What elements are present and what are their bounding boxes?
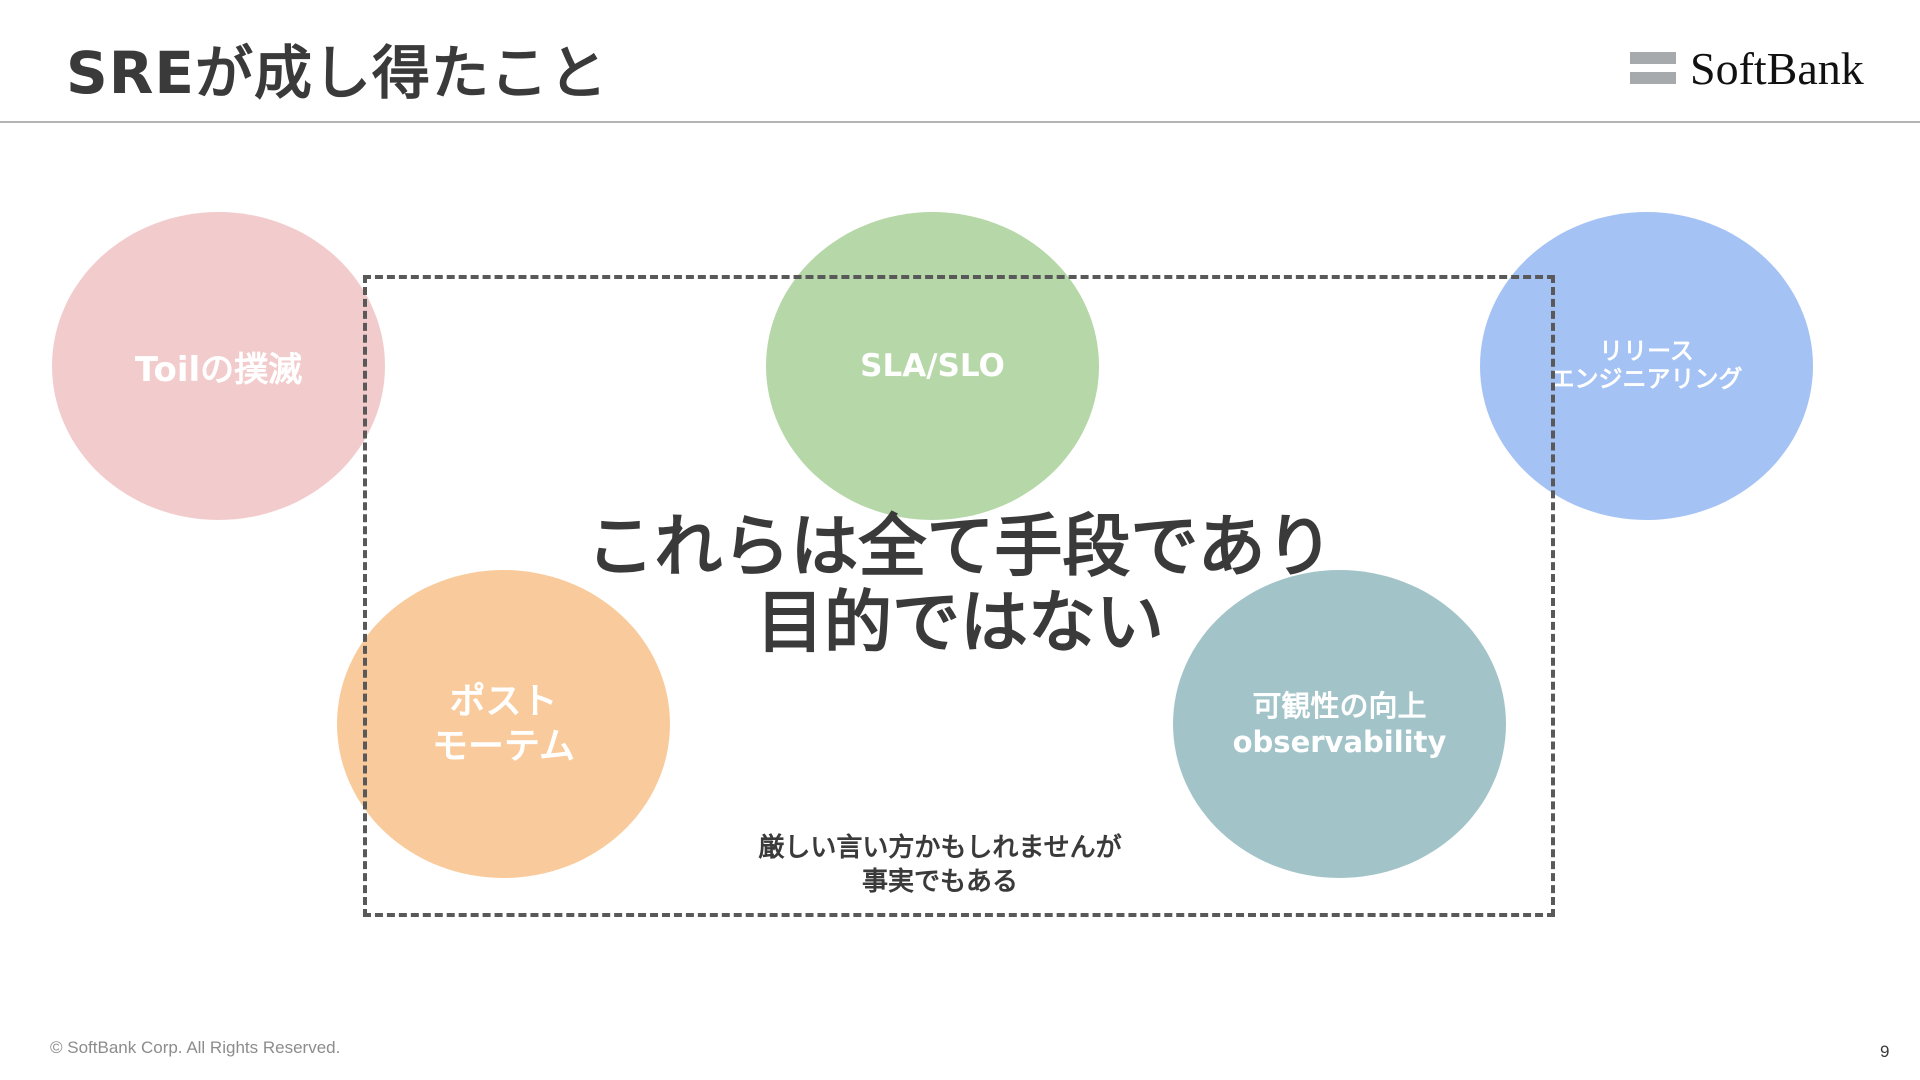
dashed-frame: [363, 275, 1555, 917]
page-title: SREが成し得たこと: [66, 39, 609, 107]
circle-toil-elimination: Toilの撲滅: [52, 212, 385, 520]
circle-observability: 可観性の向上 observability: [1173, 570, 1506, 878]
logo-bar-bottom: [1630, 72, 1676, 84]
circle-postmortem: ポスト モーテム: [337, 570, 670, 878]
logo-wordmark: SoftBank: [1690, 43, 1864, 94]
logo-bar-top: [1630, 52, 1676, 64]
header-divider: [0, 121, 1920, 123]
softbank-logo: SoftBank: [1630, 43, 1864, 94]
page-number: 9: [1880, 1042, 1890, 1061]
main-message: これらは全て手段であり 目的ではない: [586, 508, 1334, 664]
circle-sla-slo: SLA/SLO: [766, 212, 1099, 520]
copyright-notice: © SoftBank Corp. All Rights Reserved.: [50, 1038, 341, 1057]
logo-mark-icon: [1630, 52, 1676, 86]
sub-message: 厳しい言い方かもしれませんが 事実でもある: [758, 833, 1122, 897]
circle-release-engineering: リリース エンジニアリング: [1480, 212, 1813, 520]
